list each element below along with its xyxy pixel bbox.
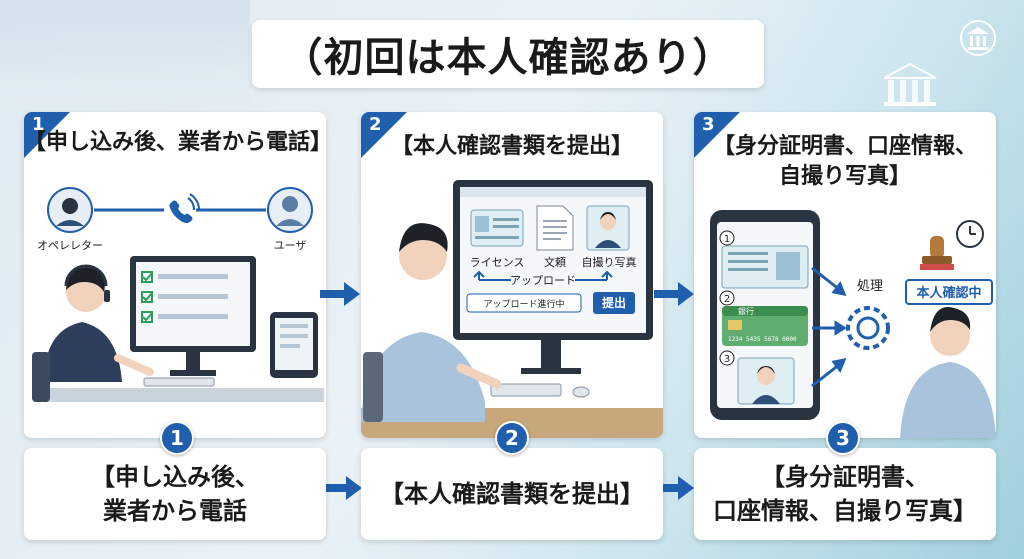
operator-person bbox=[44, 322, 122, 382]
step-1-bottom-card: 【申し込み後、 業者から電話 bbox=[24, 448, 326, 540]
item-2-marker: 2 bbox=[724, 294, 730, 305]
document-label: 文頼 bbox=[544, 255, 566, 269]
step-1-title: 【申し込み後、業者から電話】 bbox=[24, 130, 326, 155]
clock-icon bbox=[956, 220, 984, 248]
verification-badge bbox=[905, 279, 993, 305]
step-2-title: 【本人確認書類を提出】 bbox=[390, 134, 633, 159]
step-3-bottom-card: 【身分証明書、 口座情報、自撮り写真】 bbox=[694, 448, 996, 540]
step-3-panel: 3 【身分証明書、口座情報、 自撮り写真】 1 2 銀行 1234 5435 5… bbox=[694, 112, 996, 438]
verified-person bbox=[900, 362, 996, 438]
arrow-right-3 bbox=[322, 476, 362, 500]
step-2-bottom-line-1: 【本人確認書類を提出】 bbox=[380, 480, 644, 508]
progress-label: アップロード進行中 bbox=[483, 298, 564, 310]
submit-label: 提出 bbox=[602, 295, 626, 310]
selfie-label: 自撮り写真 bbox=[582, 255, 637, 269]
phone-icon bbox=[164, 193, 200, 226]
arrow-right-1 bbox=[320, 282, 360, 306]
step-2-bottom-card: 【本人確認書類を提出】 bbox=[361, 448, 663, 540]
applicant-person bbox=[361, 332, 485, 422]
step-3-bottom-line-1: 【身分証明書、 bbox=[761, 463, 929, 491]
step-1-number: 1 bbox=[32, 114, 45, 135]
step-3-circle-number: 3 bbox=[826, 421, 860, 455]
step-1-corner bbox=[24, 112, 70, 158]
gear-icon bbox=[846, 306, 890, 350]
arrow-right-4 bbox=[654, 476, 694, 500]
upload-label: アップロード bbox=[510, 274, 576, 287]
step-3-illustration: 1 2 銀行 1234 5435 5678 0000 3 bbox=[710, 210, 996, 438]
license-label: ライセンス bbox=[470, 256, 525, 269]
step-2-illustration: ライセンス 文頼 自撮り写真 アップロード アップロード進行中 提出 bbox=[361, 180, 663, 438]
operator-label: オペレレター bbox=[37, 239, 103, 252]
step-1-bottom-line-1: 【申し込み後、 bbox=[91, 463, 259, 491]
user-label: ユーザ bbox=[274, 239, 307, 252]
stamp-icon bbox=[920, 236, 954, 270]
step-2-circle-number: 2 bbox=[495, 421, 529, 455]
step-2-corner bbox=[361, 112, 407, 158]
arrow-right-2 bbox=[654, 282, 694, 306]
page-title: （初回は本人確認あり） bbox=[252, 20, 764, 88]
item-1-marker: 1 bbox=[724, 234, 730, 245]
step-3-title-line-1: 【身分証明書、口座情報、 bbox=[712, 134, 977, 159]
card-number: 1234 5435 5678 0000 bbox=[728, 336, 797, 343]
background-bank-icon bbox=[958, 18, 998, 58]
background-building-icon bbox=[880, 60, 940, 110]
bank-label: 銀行 bbox=[738, 306, 754, 316]
background-window bbox=[0, 0, 250, 110]
step-2-panel: 2 【本人確認書類を提出】 ライセンス 文頼 自撮り写真 アップロード bbox=[361, 112, 663, 438]
step-3-number: 3 bbox=[702, 114, 715, 135]
step-1-bottom-line-2: 業者から電話 bbox=[103, 497, 247, 525]
step-3-title-line-2: 自撮り写真】 bbox=[778, 164, 911, 189]
verification-badge-label: 本人確認中 bbox=[916, 285, 981, 301]
upload-progress-bar bbox=[466, 293, 582, 313]
step-1-illustration: オペレレター ユーザ bbox=[32, 187, 324, 402]
step-1-circle-number: 1 bbox=[160, 421, 194, 455]
step-3-bottom-line-2: 口座情報、自撮り写真】 bbox=[713, 497, 977, 525]
step-3-corner bbox=[694, 112, 740, 158]
step-2-number: 2 bbox=[369, 114, 382, 135]
item-3-marker: 3 bbox=[724, 354, 730, 365]
step-1-panel: 1 【申し込み後、業者から電話】 オペレレター ユーザ bbox=[24, 112, 326, 438]
submit-button[interactable] bbox=[593, 292, 635, 314]
process-label: 処理 bbox=[857, 279, 883, 294]
